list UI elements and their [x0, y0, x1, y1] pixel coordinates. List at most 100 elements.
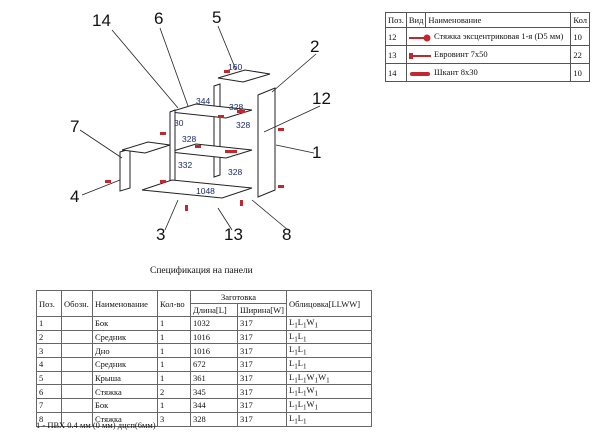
cell-designation: [61, 357, 93, 372]
dim-160: 160: [228, 62, 242, 72]
callout-3: 3: [156, 225, 165, 244]
callout-14: 14: [92, 11, 111, 30]
cell-edging: L1L1W1W1: [286, 370, 372, 386]
fastener-mark: [195, 145, 201, 148]
cell-length: 344: [190, 398, 238, 413]
cell-qty: 1: [157, 370, 191, 386]
callout-12: 12: [312, 89, 331, 108]
header-blank: Заготовка: [190, 290, 287, 304]
cell-name: Стяжка: [92, 384, 158, 400]
cell-width: 317: [237, 384, 287, 400]
cell-length: 345: [190, 384, 238, 400]
header-pos: Поз.: [36, 290, 62, 317]
fastener-mark: [225, 150, 237, 153]
panel-shelf-upper: [169, 103, 253, 119]
cell-edging: L1L1: [286, 411, 372, 427]
fastener-mark: [218, 115, 224, 118]
header-name: Наименование: [92, 290, 158, 317]
header-edging: Облицовка[LLWW]: [286, 290, 372, 317]
dim-30: 30: [174, 118, 184, 128]
cell-edging: L1L1W1: [286, 398, 372, 413]
cell-width: 317: [237, 411, 287, 427]
spec-title: Спецификация на панели: [150, 266, 253, 276]
table-row: 4 Средник 1 672 317 L1L1: [36, 357, 372, 372]
cell-width: 317: [237, 398, 287, 413]
fastener-mark: [160, 132, 166, 135]
table-row: 3 Дно 1 1016 317 L1L1: [36, 343, 372, 359]
cell-name: Дно: [92, 343, 158, 359]
table-row: 13 Евровинт 7х50 22: [385, 45, 591, 64]
cell-qty: 3: [157, 411, 191, 427]
table-row: 6 Стяжка 2 345 317 L1L1W1: [36, 384, 372, 400]
dowel-icon: [409, 71, 430, 76]
dim-328-low: 328: [228, 167, 242, 177]
cell-qty: 1: [157, 329, 191, 345]
cell-length: 361: [190, 370, 238, 386]
cell-qty: 2: [157, 384, 191, 400]
cell-pos: 5: [36, 370, 62, 386]
cell-designation: [61, 398, 93, 413]
fastener-mark: [240, 200, 243, 206]
cell-qty: 1: [157, 357, 191, 372]
euro-screw-icon: [408, 52, 431, 59]
callout-4: 4: [70, 187, 79, 206]
cell-name: Бок: [92, 398, 158, 413]
panel-side-right: [257, 87, 276, 198]
table-row: 14 Шкант 8х30 10: [385, 63, 591, 82]
dim-332: 332: [178, 160, 192, 170]
cell-designation: [61, 370, 93, 386]
cell-width: 317: [237, 329, 287, 345]
header-name: Наименование: [425, 12, 572, 28]
cell-name: Стяжка эксцентриковая 1-я (D5 мм): [434, 31, 564, 42]
cell-qty: 1: [157, 316, 191, 331]
cell-length: 328: [190, 411, 238, 427]
assembly-drawing: 14 6 5 2 12 7 1 4 3 13 8 160 344 328 328…: [70, 8, 331, 244]
panel-spec-table: Поз. Обозн. Наименование Кол-во Заготовк…: [36, 290, 372, 427]
dim-344: 344: [196, 96, 210, 106]
cell-pos: 6: [36, 384, 62, 400]
cell-edging: L1L1W1: [286, 316, 372, 331]
table-row: 12 Стяжка эксцентриковая 1-я (D5 мм) 10: [385, 27, 591, 46]
cell-name: Крыша: [92, 370, 158, 386]
eccentric-tie-icon: [408, 34, 431, 42]
header-qty: Кол-во: [157, 290, 191, 317]
cell-qty: 10: [570, 27, 591, 46]
cell-pos: 1: [36, 316, 62, 331]
cell-pos: 2: [36, 329, 62, 345]
fastener-mark: [278, 128, 284, 131]
cell-pos: 12: [385, 27, 407, 46]
fastener-mark: [160, 180, 166, 183]
header-width: Ширина[W]: [237, 303, 287, 317]
cell-pos: 3: [36, 343, 62, 359]
header-qty: Кол: [570, 12, 591, 28]
cell-name: Шкант 8х30: [434, 67, 478, 78]
cell-pos: 4: [36, 357, 62, 372]
table-row: 5 Крыша 1 361 317 L1L1W1W1: [36, 370, 372, 386]
panel-shelf-middle: [169, 143, 253, 159]
cell-length: 1016: [190, 343, 238, 359]
table-row: 1 Бок 1 1032 317 L1L1W1: [36, 316, 372, 331]
cell-edging: L1L1: [286, 329, 372, 345]
cell-pos: 7: [36, 398, 62, 413]
cell-edging: L1L1W1: [286, 384, 372, 400]
cell-edging: L1L1: [286, 357, 372, 372]
callout-1: 1: [312, 143, 321, 162]
dim-1048: 1048: [196, 186, 215, 196]
fastener-mark: [237, 110, 245, 113]
cell-qty: 22: [570, 45, 591, 64]
cell-name: Евровинт 7х50: [434, 49, 488, 60]
panel-roof: [217, 69, 271, 83]
callout-7: 7: [70, 117, 79, 136]
cell-width: 317: [237, 343, 287, 359]
dim-328-mid: 328: [182, 134, 196, 144]
cell-view: Стяжка эксцентриковая 1-я (D5 мм): [405, 27, 572, 46]
fasteners-table: Поз. Вид Наименование Кол 12 Стяжка эксц…: [385, 12, 591, 82]
panel-shelf-left: [121, 141, 171, 154]
cell-qty: 10: [570, 63, 591, 82]
cell-name: Бок: [92, 316, 158, 331]
callout-13: 13: [224, 225, 243, 244]
cell-length: 1032: [190, 316, 238, 331]
cell-designation: [61, 316, 93, 331]
fastener-mark: [224, 70, 230, 73]
callout-5: 5: [212, 8, 221, 27]
